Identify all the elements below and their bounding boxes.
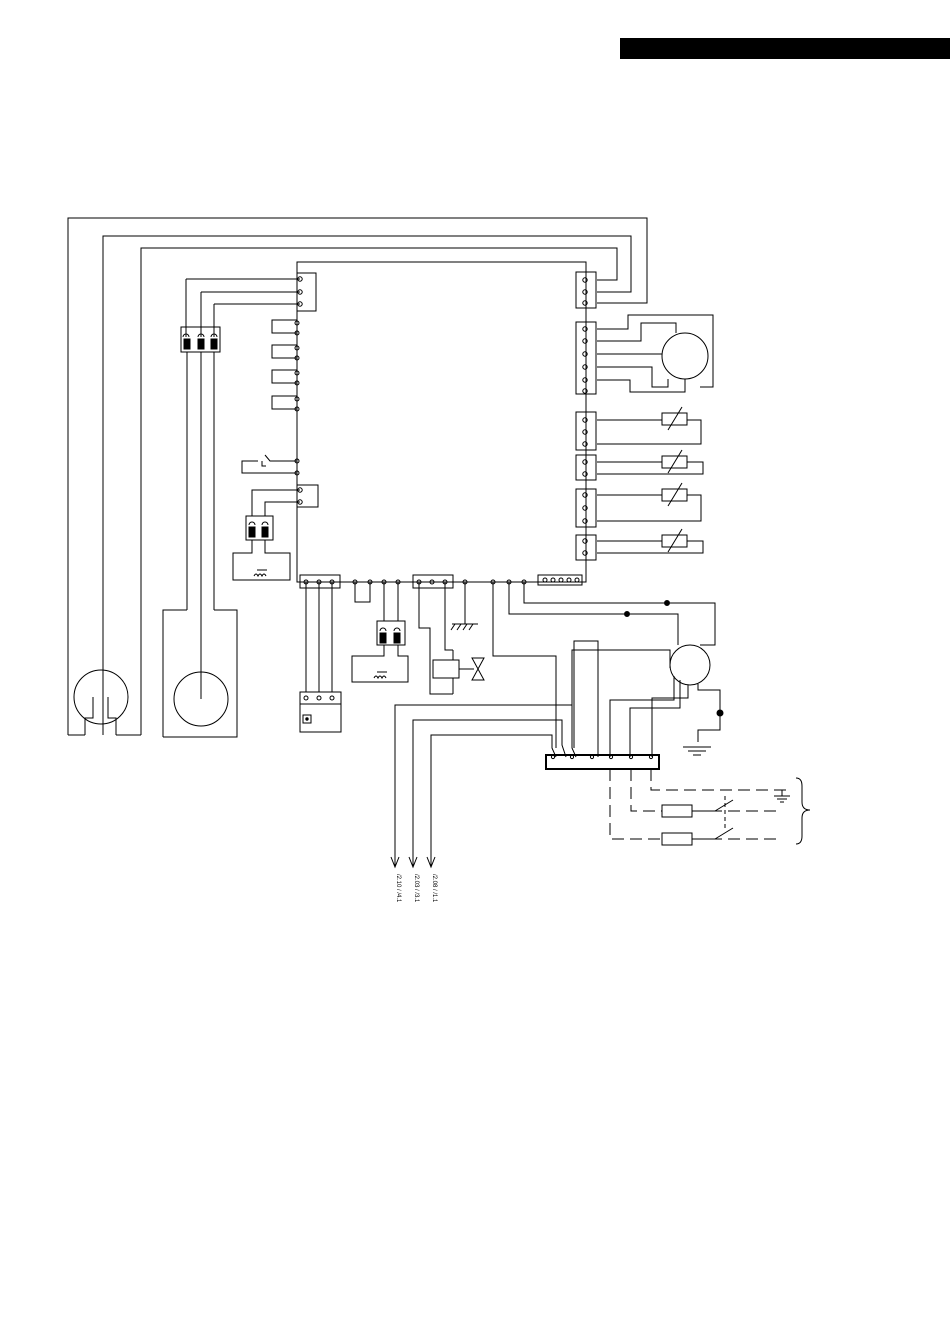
board-left-connectors <box>242 273 318 516</box>
ntc-sensor-1 <box>597 407 701 444</box>
external-wiring <box>610 769 786 839</box>
control-board <box>297 262 586 582</box>
plug-connector-c <box>352 582 408 682</box>
plug-connector-a <box>181 279 300 676</box>
ntc-sensor-2 <box>597 450 703 474</box>
left-motor-1 <box>74 670 128 735</box>
chassis-ground <box>451 582 478 630</box>
right-motor-top <box>597 315 713 392</box>
cross-ref-label-1: /2.10 / /4.1 <box>395 874 401 903</box>
bottom-module <box>300 582 341 732</box>
terminal-strip <box>391 705 659 867</box>
plug-connector-b <box>233 516 290 580</box>
cross-references: /2.10 / /4.1 /2.03 / /3.1 /2.08 / /1.1 <box>395 874 437 903</box>
pump-motor <box>493 582 723 757</box>
left-motor-2 <box>163 610 237 737</box>
relay-valve <box>419 582 484 694</box>
ntc-sensor-4 <box>597 529 703 553</box>
cross-ref-label-2: /2.03 / /3.1 <box>413 874 419 903</box>
outer-wire-loops <box>68 218 647 735</box>
ntc-sensor-3 <box>597 483 701 521</box>
cross-ref-label-3: /2.08 / /1.1 <box>431 874 437 903</box>
jumper-link <box>355 582 370 602</box>
